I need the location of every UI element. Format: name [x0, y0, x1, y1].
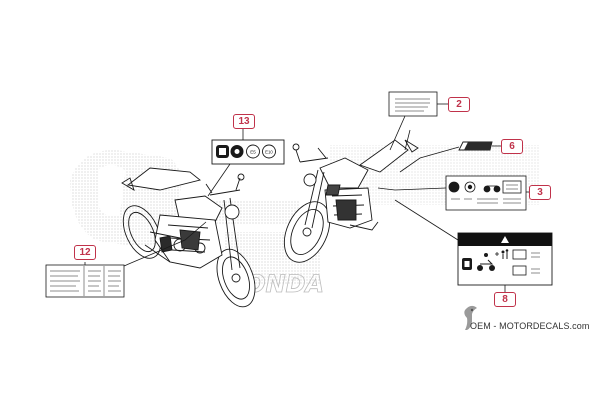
- decal-2-info-plate: [388, 91, 438, 117]
- decal-3-load-plate: [445, 175, 527, 211]
- e5-fuel-icon: [246, 144, 260, 159]
- decal-13-fuel-icons: E5 E10: [211, 139, 285, 165]
- e5-label: E5: [250, 150, 256, 155]
- left-motorcycle-illustration: [121, 167, 256, 308]
- callout-3: 3: [529, 185, 551, 200]
- watermark-logo: [464, 305, 477, 330]
- e10-label: E10: [265, 150, 273, 155]
- decal-12-text-panel: [45, 264, 125, 298]
- watermark-text: OEM - MOTORDECALS.com: [470, 321, 590, 331]
- callout-13: 13: [233, 114, 255, 129]
- right-motorcycle-illustration: [283, 139, 419, 263]
- e10-fuel-icon: [262, 144, 276, 159]
- callout-8: 8: [494, 292, 516, 307]
- callout-2: 2: [448, 97, 470, 112]
- callout-6: 6: [501, 139, 523, 154]
- decal-6-strip: [458, 141, 493, 151]
- decal-8-warning-load-label: [457, 232, 553, 286]
- leader-lines: [84, 103, 533, 293]
- warning-triangle-icon: [501, 236, 509, 243]
- callout-12: 12: [74, 245, 96, 260]
